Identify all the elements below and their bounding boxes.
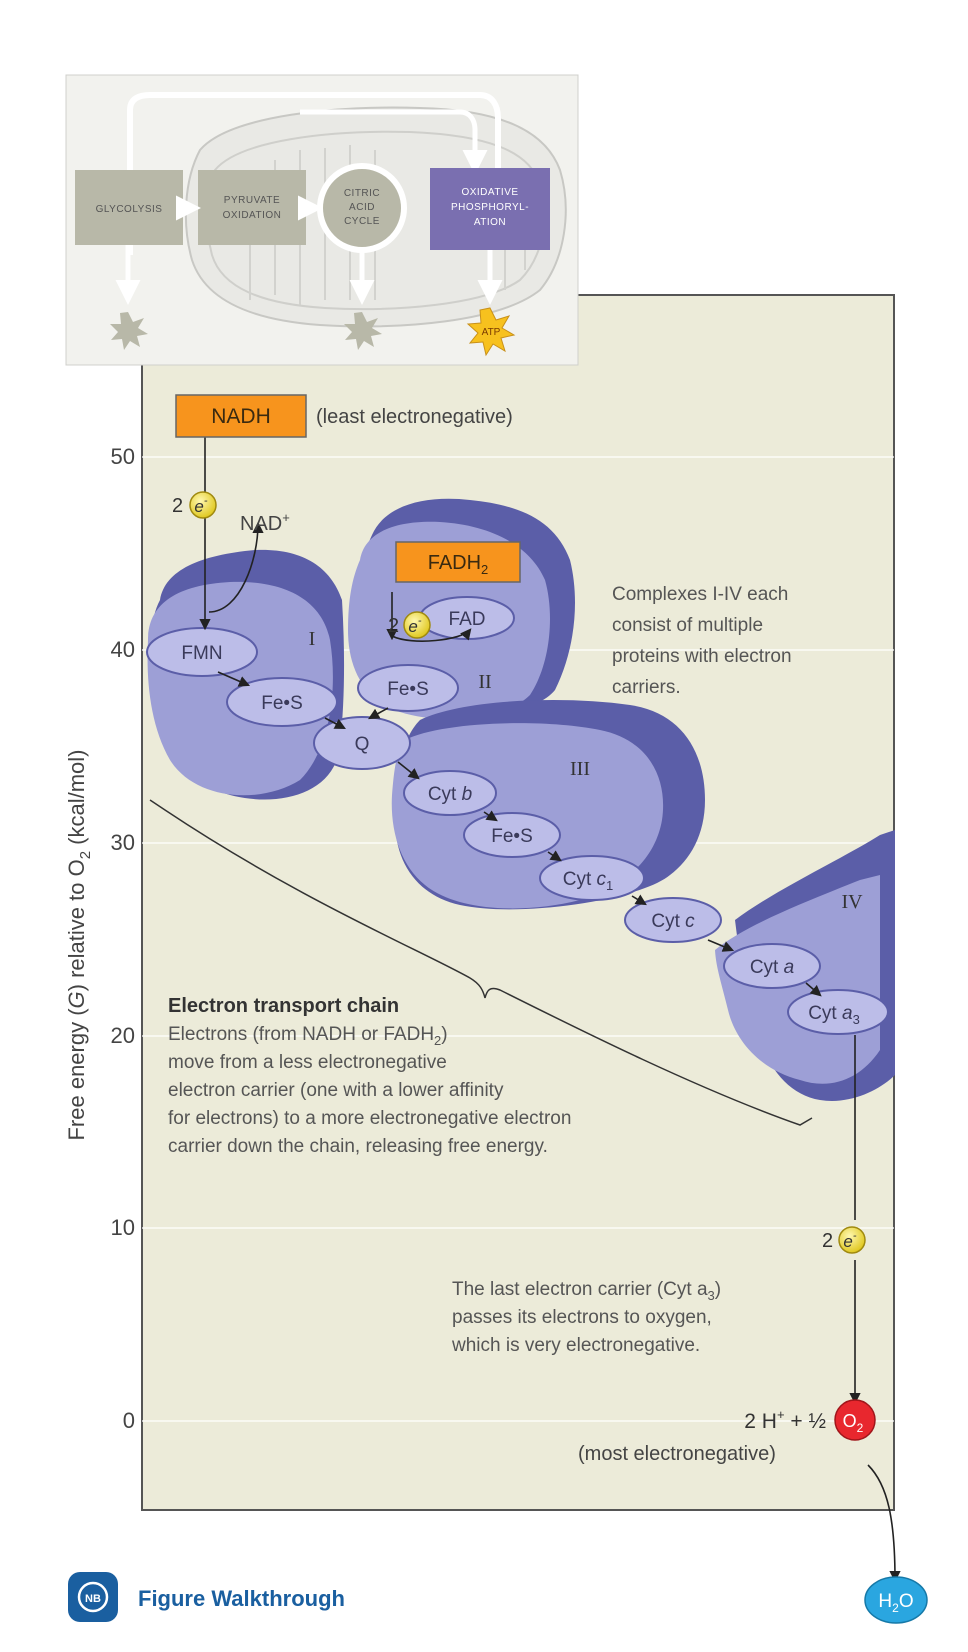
nadh-note: (least electronegative) [316,406,513,428]
electron-symbol: e- [194,495,207,516]
svg-text:CYCLE: CYCLE [344,216,380,227]
complexes-note: Complexes I-IV each consist of multiple … [612,584,792,698]
svg-text:passes its electrons to oxygen: passes its electrons to oxygen, [452,1307,712,1328]
svg-text:NB: NB [85,1593,101,1605]
electron-flow-arrows [199,425,901,1583]
tick-label: 10 [111,1215,135,1240]
svg-text:ACID: ACID [349,202,375,213]
nadh-box: NADH [175,394,307,438]
svg-text:GLYCOLYSIS: GLYCOLYSIS [96,204,163,215]
svg-text:for electrons) to a more elect: for electrons) to a more electronegative… [168,1108,571,1129]
svg-text:electron carrier (one with a l: electron carrier (one with a lower affin… [168,1080,504,1101]
water-icon [864,1576,928,1624]
figure-walkthrough-button[interactable]: NB Figure Walkthrough [68,1572,345,1622]
y-axis-ticks: 50 40 30 20 10 0 [111,444,135,1433]
nadh-label: NADH [211,405,271,428]
svg-text:OXIDATIVE: OXIDATIVE [461,187,518,198]
cyt-c-label: Cyt c [651,911,695,932]
most-electronegative-note: (most electronegative) [578,1443,776,1465]
tick-label: 50 [111,444,135,469]
svg-text:PYRUVATE: PYRUVATE [224,195,280,206]
fes-label: Fe•S [491,826,533,847]
svg-text:CITRIC: CITRIC [344,188,380,199]
electron-symbol: e- [408,615,421,636]
oxygen-icon [834,1399,876,1441]
cyt-c1-label: Cyt c1 [563,869,614,893]
svg-text:which is very electronegative.: which is very electronegative. [451,1335,700,1356]
etc-bracket [149,799,813,1126]
electron-icon [189,491,217,519]
svg-text:consist of multiple: consist of multiple [612,615,763,636]
electron-icon [838,1226,866,1254]
fadh2-box: FADH2 [395,541,521,583]
svg-text:OXIDATION: OXIDATION [223,210,282,221]
svg-text:move from a less electronegati: move from a less electronegative [168,1052,447,1073]
complex-iv-label: IV [841,891,863,913]
svg-text:carriers.: carriers. [612,677,681,698]
svg-text:Electrons (from NADH or FADH2): Electrons (from NADH or FADH2) [168,1024,448,1048]
cyt-a3-label: Cyt a3 [808,1003,860,1027]
fes-label: Fe•S [387,679,429,700]
hydrogen-oxygen-equation: 2 H+ + ½ [744,1407,826,1433]
svg-text:proteins with electron: proteins with electron [612,646,792,667]
tick-label: 30 [111,830,135,855]
fadh2-label: FADH2 [428,552,489,577]
electron-symbol: e- [843,1230,856,1251]
tick-label: 0 [123,1408,135,1433]
walkthrough-label[interactable]: Figure Walkthrough [138,1586,345,1611]
cyt-b-label: Cyt b [428,784,472,805]
electron-count: 2 [388,615,399,637]
svg-text:carrier down the chain, releas: carrier down the chain, releasing free e… [168,1136,548,1157]
q-label: Q [355,734,370,755]
oxygen-label: O2 [843,1411,864,1435]
tick-label: 20 [111,1023,135,1048]
svg-text:Complexes I-IV each: Complexes I-IV each [612,584,788,605]
y-axis-label: Free energy (G) relative to O2 (kcal/mol… [64,749,94,1140]
complex-ii-label: II [478,671,491,693]
nad-plus-label: NAD+ [240,510,290,535]
svg-text:ATP: ATP [482,327,501,338]
cyt-a-label: Cyt a [750,957,794,978]
svg-text:PHOSPHORYL-: PHOSPHORYL- [451,202,529,213]
electron-icon [403,611,431,639]
electron-count: 2 [172,495,183,517]
water-label: H2O [878,1591,913,1615]
complex-i [147,549,345,800]
svg-text:Electron transport chain: Electron transport chain [168,995,399,1017]
complex-i-label: I [309,628,316,650]
complex-iii-label: III [570,758,590,780]
last-carrier-note: The last electron carrier (Cyt a3) passe… [451,1279,721,1356]
svg-text:The last electron carrier (Cyt: The last electron carrier (Cyt a3) [452,1279,721,1303]
overview-inset: GLYCOLYSIS PYRUVATE OXIDATION CITRIC ACI… [65,74,579,366]
walkthrough-icon[interactable] [68,1572,118,1622]
tick-label: 40 [111,637,135,662]
fad-label: FAD [449,609,486,630]
etc-description: Electron transport chain Electrons (from… [168,995,571,1157]
fes-label: Fe•S [261,693,303,714]
svg-text:ATION: ATION [474,217,506,228]
fmn-label: FMN [181,643,222,664]
electron-count: 2 [822,1230,833,1252]
